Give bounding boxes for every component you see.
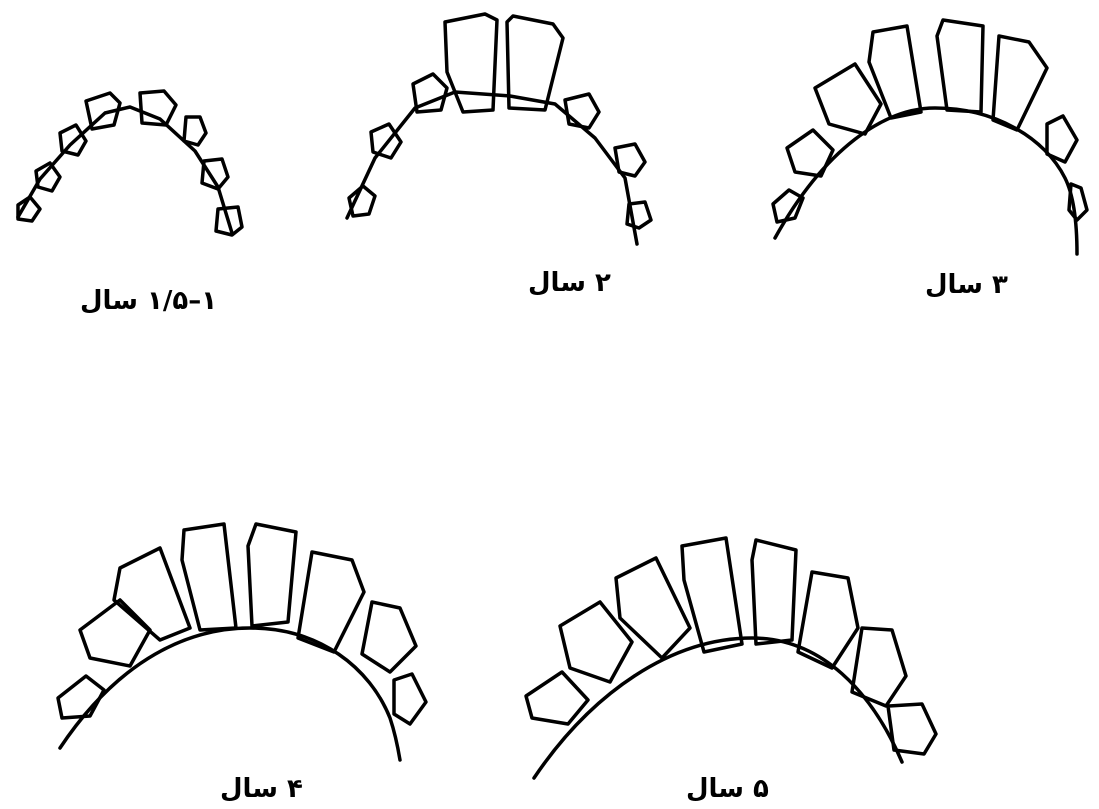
stage-1-label: ۱–۱/۵ سال (80, 288, 217, 314)
tooth-2-6 (565, 94, 599, 128)
arch-3-line (775, 108, 1077, 254)
dental-arch-stage-5 (512, 532, 942, 787)
arch-1-line (18, 107, 232, 233)
tooth-5-8 (888, 704, 936, 754)
tooth-4-5 (248, 524, 296, 626)
arch-2-drawing (335, 8, 665, 248)
dental-arch-stage-2 (335, 8, 665, 248)
tooth-4-3 (114, 548, 190, 640)
tooth-3-5 (937, 20, 983, 112)
tooth-5-6 (798, 572, 858, 668)
arch-4-line (60, 628, 400, 760)
arch-5-drawing (512, 532, 942, 787)
tooth-3-4 (869, 26, 921, 118)
stage-5-label: ۵ سال (686, 776, 769, 802)
tooth-4-7 (362, 602, 416, 672)
tooth-2-1 (349, 186, 375, 216)
arch-1-drawing (0, 75, 260, 250)
tooth-2-4 (445, 14, 497, 112)
arch-4-drawing (50, 518, 435, 763)
tooth-1-6 (184, 117, 206, 145)
stage-4-label: ۴ سال (220, 776, 303, 802)
stage-2-label: ۲ سال (528, 270, 611, 296)
tooth-5-5 (752, 540, 796, 644)
tooth-5-1 (526, 672, 588, 724)
tooth-4-8 (394, 674, 426, 724)
tooth-3-3 (815, 64, 881, 134)
tooth-5-4 (682, 538, 742, 652)
tooth-3-2 (787, 130, 833, 176)
dental-arch-stage-4 (50, 518, 435, 763)
arch-5-line (534, 638, 902, 778)
tooth-4-2 (80, 600, 150, 666)
arch-3-drawing (765, 8, 1099, 258)
tooth-3-7 (1047, 116, 1077, 162)
tooth-2-7 (615, 144, 645, 176)
tooth-3-6 (993, 36, 1047, 130)
tooth-4-4 (182, 524, 236, 630)
tooth-5-7 (852, 628, 906, 706)
dental-arch-stage-1 (0, 75, 260, 250)
dental-arch-stage-3 (765, 8, 1099, 258)
tooth-4-1 (58, 676, 104, 718)
stage-3-label: ۳ سال (925, 272, 1008, 298)
tooth-5-3 (616, 558, 690, 658)
arch-2-line (347, 92, 637, 244)
